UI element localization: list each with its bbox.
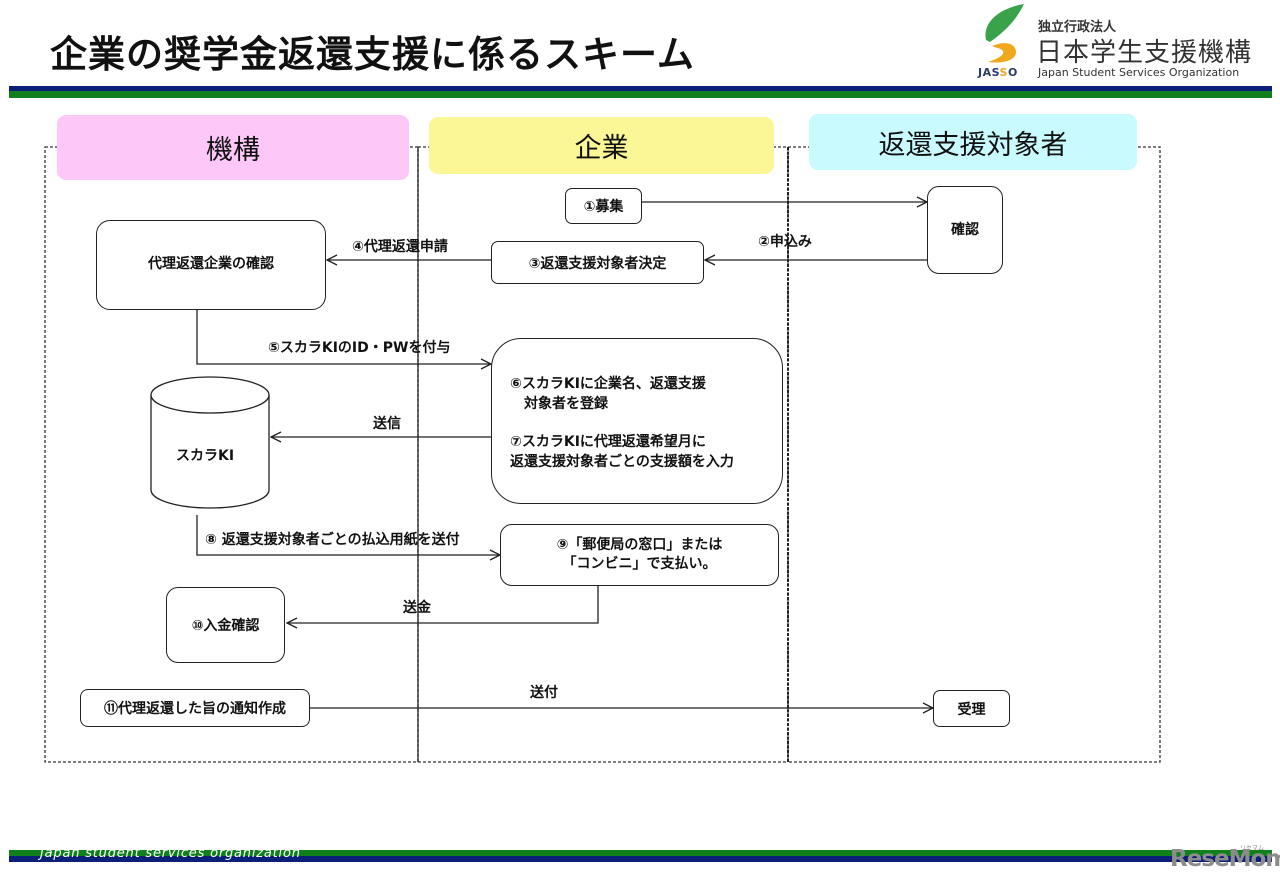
- node-label: ⑥スカラKIに企業名、返還支援: [510, 376, 706, 392]
- header-rule-green: [9, 91, 1272, 98]
- logo-org-name: 日本学生支援機構: [1036, 38, 1253, 68]
- node-label: 代理返還企業の確認: [148, 256, 274, 272]
- node-label: 対象者を登録: [510, 396, 608, 412]
- footer-rule-blue: [9, 856, 1272, 862]
- node-confirm-company: 代理返還企業の確認: [96, 220, 326, 310]
- node-register-input: ⑥スカラKIに企業名、返還支援 対象者を登録 ⑦スカラKIに代理返還希望月に 返…: [491, 338, 783, 504]
- edge-label-proxy-request: ④代理返還申請: [352, 239, 448, 255]
- node-confirm-applicant: 確認: [927, 186, 1003, 274]
- node-recruit: ①募集: [565, 188, 642, 224]
- node-label: ⑪代理返還した旨の通知作成: [104, 701, 286, 717]
- edge-label-remit: 送金: [403, 600, 431, 616]
- node-payment-check: ⑩入金確認: [166, 587, 285, 663]
- node-label: 「コンビニ」で支払い。: [562, 556, 717, 572]
- lane-header-label: 企業: [574, 133, 629, 164]
- lane-header-kikou: 機構: [57, 115, 409, 180]
- logo-abbr-part: O: [1007, 66, 1018, 79]
- node-notice: ⑪代理返還した旨の通知作成: [80, 689, 310, 727]
- node-system-label: スカラKI: [176, 448, 235, 464]
- lane-header-label: 返還支援対象者: [878, 129, 1068, 161]
- node-label: ③返還支援対象者決定: [528, 255, 667, 272]
- edge-label-grant-id: ⑤スカラKIのID・PWを付与: [268, 340, 451, 356]
- header-rule-blue: [9, 86, 1272, 91]
- system-database-icon: [150, 376, 270, 509]
- logo-abbreviation: JASSO: [978, 66, 1018, 79]
- logo-abbr-part: JAS: [978, 66, 1000, 79]
- logo-org-type: 独立行政法人: [1038, 20, 1117, 35]
- edge-grant-id: [196, 308, 491, 364]
- edge-label-send-forms: ⑧ 返還支援対象者ごとの払込用紙を送付: [205, 532, 460, 548]
- node-label: ⑩入金確認: [191, 618, 260, 634]
- page-title: 企業の奨学金返還支援に係るスキーム: [50, 33, 695, 76]
- lane-header-label: 機構: [206, 135, 260, 166]
- edge-send-forms: [196, 515, 500, 555]
- node-label: ①募集: [583, 199, 624, 215]
- lane-header-kigyou: 企業: [429, 117, 774, 174]
- edge-remit: [287, 586, 599, 623]
- logo-english-name: Japan Student Services Organization: [1038, 66, 1240, 79]
- footer-rule-green: [9, 850, 1272, 856]
- resemom-watermark-sub: リセマム: [1240, 845, 1265, 852]
- node-label: 確認: [951, 222, 979, 238]
- edge-label-send-notice: 送付: [530, 685, 558, 701]
- node-label: 返還支援対象者ごとの支援額を入力: [510, 454, 734, 470]
- lane-header-taishousha: 返還支援対象者: [809, 114, 1137, 170]
- logo-abbr-part: S: [999, 66, 1008, 79]
- node-label: ⑦スカラKIに代理返還希望月に: [510, 434, 706, 450]
- node-receipt: 受理: [933, 690, 1010, 727]
- edge-label-apply: ②申込み: [758, 234, 812, 250]
- jasso-leaf-logo-icon: [985, 4, 1024, 63]
- edge-label-send-data: 送信: [373, 416, 401, 432]
- resemom-watermark: ReseMom: [1170, 846, 1280, 872]
- footer-org-name: Japan student services organization: [40, 846, 301, 861]
- node-label: 受理: [957, 701, 986, 718]
- node-payment: ⑨「郵便局の窓口」または 「コンビニ」で支払い。: [500, 524, 779, 586]
- jasso-logo: JASSO 独立行政法人 日本学生支援機構 Japan Student Serv…: [978, 2, 1268, 82]
- node-decide-targets: ③返還支援対象者決定: [491, 241, 704, 284]
- node-label: ⑨「郵便局の窓口」または: [556, 537, 723, 553]
